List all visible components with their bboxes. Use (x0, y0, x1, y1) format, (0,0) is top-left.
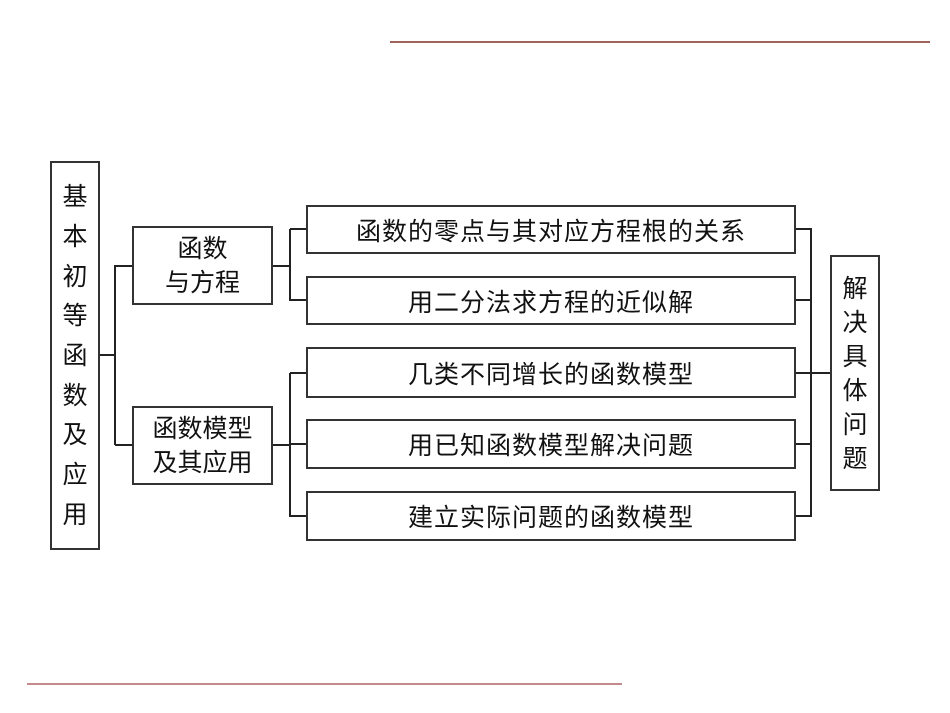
root-char: 基 (62, 182, 88, 212)
root-char: 用 (62, 499, 88, 529)
target-char: 决 (842, 307, 868, 337)
root-char: 应 (62, 459, 88, 489)
top-decorative-rule (390, 41, 930, 43)
branch-line: 函数模型 (152, 413, 253, 443)
branch-line: 与方程 (164, 267, 240, 297)
target-node: 解 决 具 体 问 题 (830, 255, 880, 491)
leaf-node: 用已知函数模型解决问题 (306, 419, 796, 469)
root-char: 及 (62, 420, 88, 450)
target-char: 体 (842, 375, 868, 405)
root-char: 等 (62, 301, 88, 331)
target-char: 解 (842, 273, 868, 303)
leaf-node: 函数的零点与其对应方程根的关系 (306, 205, 796, 254)
branch-line: 函数 (177, 233, 228, 263)
bottom-decorative-rule (27, 683, 622, 685)
target-char: 问 (842, 409, 868, 439)
target-char: 题 (842, 443, 868, 473)
leaf-node: 用二分法求方程的近似解 (306, 276, 796, 325)
root-char: 初 (62, 261, 88, 291)
root-char: 本 (62, 221, 88, 251)
leaf-node: 几类不同增长的函数模型 (306, 347, 796, 398)
branch-node-functions-and-equations: 函数 与方程 (132, 226, 273, 305)
root-char: 数 (62, 380, 88, 410)
root-node: 基 本 初 等 函 数 及 应 用 (50, 161, 100, 550)
leaf-node: 建立实际问题的函数模型 (306, 491, 796, 541)
branch-node-function-models: 函数模型 及其应用 (132, 406, 273, 485)
root-char: 函 (62, 340, 88, 370)
branch-line: 及其应用 (152, 447, 253, 477)
target-char: 具 (842, 341, 868, 371)
